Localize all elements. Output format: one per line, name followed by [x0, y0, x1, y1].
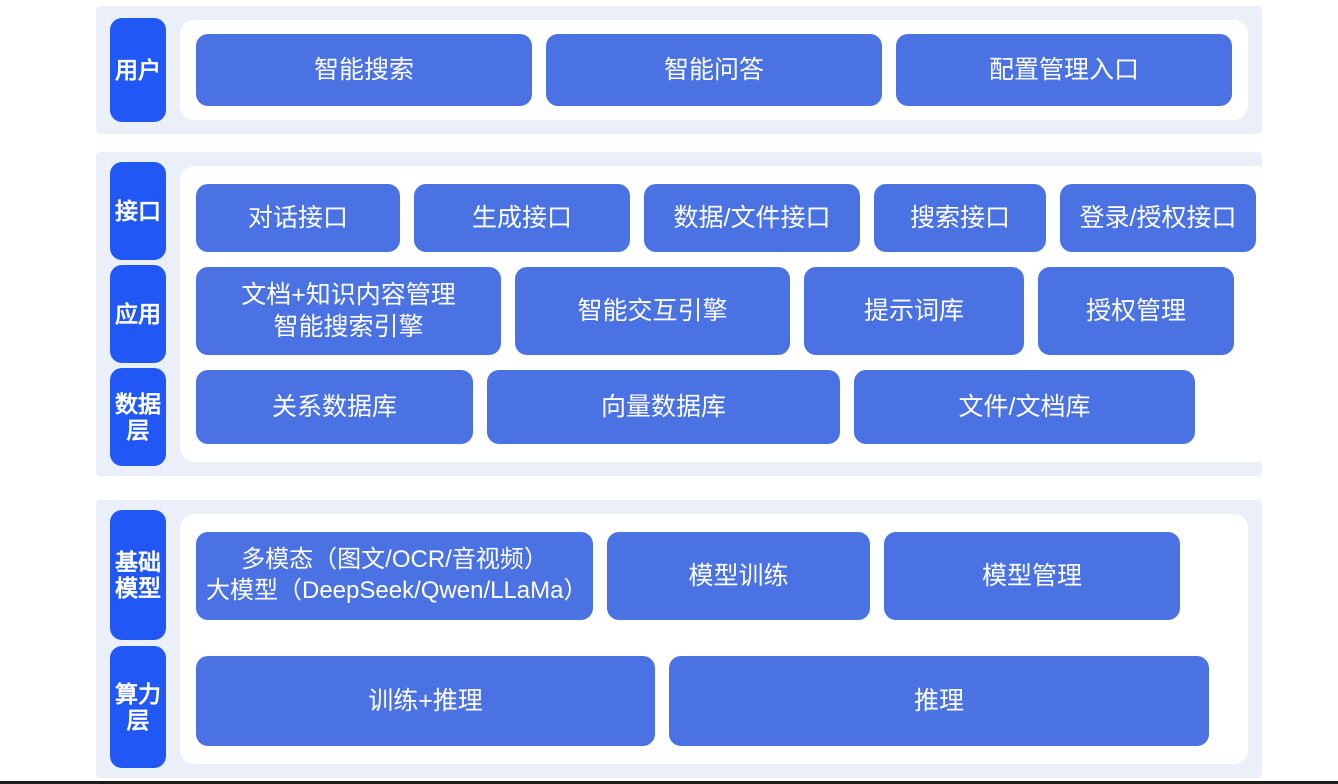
row-app: 文档+知识内容管理 智能搜索引擎 智能交互引擎 提示词库 授权管理: [196, 267, 1256, 355]
box-login-auth-api[interactable]: 登录/授权接口: [1060, 184, 1256, 252]
box-interaction-engine[interactable]: 智能交互引擎: [515, 267, 790, 355]
tag-column-platform: 接口 应用 数据层: [96, 152, 180, 476]
bottom-rule: [0, 781, 1338, 784]
panel-infrastructure: 多模态（图文/OCR/音视频） 大模型（DeepSeek/Qwen/LLaMa）…: [180, 514, 1248, 764]
band-infrastructure: 基础模型 算力层 多模态（图文/OCR/音视频） 大模型（DeepSeek/Qw…: [96, 500, 1262, 778]
box-prompt-library[interactable]: 提示词库: [804, 267, 1024, 355]
box-file-doc-store[interactable]: 文件/文档库: [854, 370, 1195, 444]
tag-compute[interactable]: 算力层: [110, 646, 166, 768]
box-smart-search[interactable]: 智能搜索: [196, 34, 532, 106]
box-data-file-api[interactable]: 数据/文件接口: [644, 184, 860, 252]
box-vector-db[interactable]: 向量数据库: [487, 370, 840, 444]
box-model-mgmt[interactable]: 模型管理: [884, 532, 1180, 620]
panel-platform: 对话接口 生成接口 数据/文件接口 搜索接口 登录/授权接口 文档+知识内容管理…: [180, 166, 1272, 462]
box-generate-api[interactable]: 生成接口: [414, 184, 630, 252]
box-relational-db[interactable]: 关系数据库: [196, 370, 473, 444]
tag-base-model[interactable]: 基础模型: [110, 510, 166, 640]
box-search-api[interactable]: 搜索接口: [874, 184, 1046, 252]
box-infer[interactable]: 推理: [669, 656, 1209, 746]
tag-api[interactable]: 接口: [110, 162, 166, 260]
box-smart-qa[interactable]: 智能问答: [546, 34, 882, 106]
box-train-infer[interactable]: 训练+推理: [196, 656, 655, 746]
tag-app[interactable]: 应用: [110, 265, 166, 363]
band-user: 用户 智能搜索 智能问答 配置管理入口: [96, 6, 1262, 134]
tag-column-infrastructure: 基础模型 算力层: [96, 500, 180, 778]
tag-user[interactable]: 用户: [110, 18, 166, 122]
box-auth-mgmt[interactable]: 授权管理: [1038, 267, 1234, 355]
row-model: 多模态（图文/OCR/音视频） 大模型（DeepSeek/Qwen/LLaMa）…: [196, 532, 1232, 620]
row-power: 训练+推理 推理: [196, 656, 1232, 746]
row-user: 智能搜索 智能问答 配置管理入口: [196, 34, 1232, 106]
tag-data[interactable]: 数据层: [110, 368, 166, 466]
tag-column-user: 用户: [96, 6, 180, 134]
box-model-training[interactable]: 模型训练: [607, 532, 870, 620]
box-multimodal-llm[interactable]: 多模态（图文/OCR/音视频） 大模型（DeepSeek/Qwen/LLaMa）: [196, 532, 593, 620]
box-config-entry[interactable]: 配置管理入口: [896, 34, 1232, 106]
box-dialog-api[interactable]: 对话接口: [196, 184, 400, 252]
band-platform: 接口 应用 数据层 对话接口 生成接口 数据/文件接口 搜索接口 登录/授权接口…: [96, 152, 1272, 476]
row-data: 关系数据库 向量数据库 文件/文档库: [196, 370, 1256, 444]
box-doc-knowledge-mgmt[interactable]: 文档+知识内容管理 智能搜索引擎: [196, 267, 501, 355]
panel-user: 智能搜索 智能问答 配置管理入口: [180, 20, 1248, 120]
row-api: 对话接口 生成接口 数据/文件接口 搜索接口 登录/授权接口: [196, 184, 1256, 252]
